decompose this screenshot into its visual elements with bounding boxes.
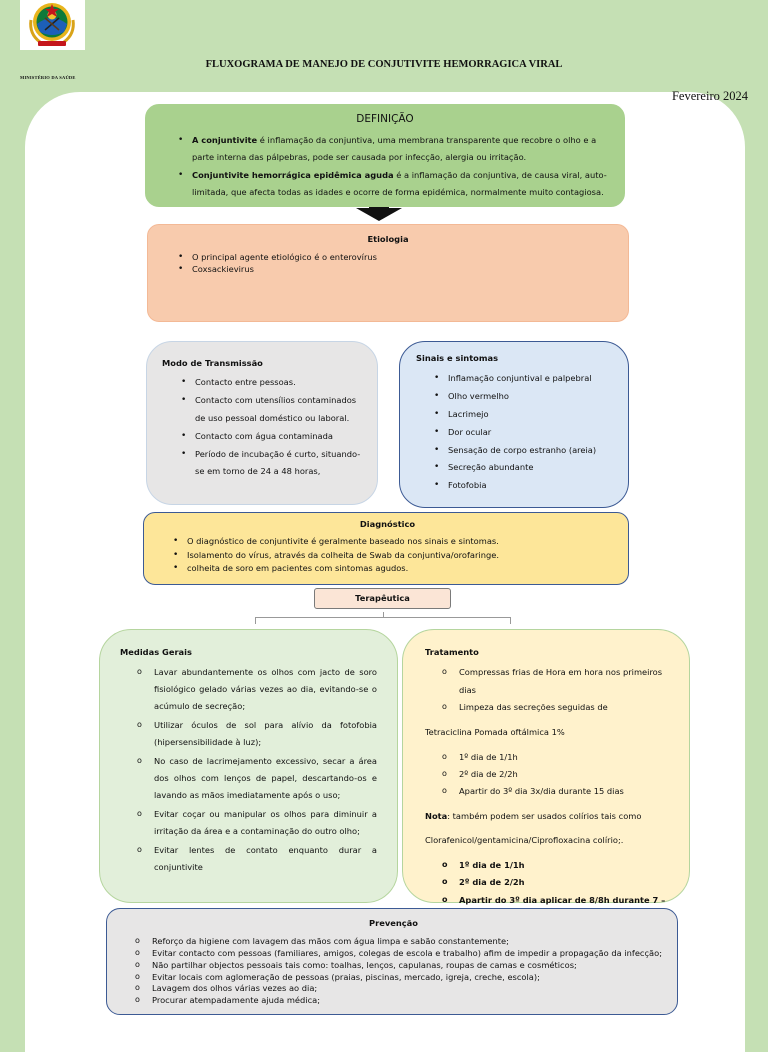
diagnosis-title: Diagnóstico xyxy=(359,519,416,529)
definition-text: é a inflamação da conjuntiva, de causa v… xyxy=(192,169,607,197)
list-item: Limpeza das secreções seguidas de xyxy=(442,698,679,716)
etiology-list: O principal agente etiológico é o entero… xyxy=(178,251,612,275)
list-item: Reforço da higiene com lavagem das mãos … xyxy=(135,935,665,948)
list-item: Dor ocular xyxy=(434,424,618,442)
list-item: Período de incubação é curto, situando-s… xyxy=(181,446,363,482)
list-item: Lacrimejo xyxy=(434,406,618,424)
list-item: Lavar abundantemente os olhos com jacto … xyxy=(137,663,377,715)
symptoms-box: Sinais e sintomas Inflamação conjuntival… xyxy=(399,341,629,508)
list-item: Fotofobia xyxy=(434,477,618,495)
definition-box: DEFINIÇÃO A conjuntivite é inflamação da… xyxy=(145,104,625,207)
definition-title: DEFINIÇÃO xyxy=(356,113,414,125)
treatment-drug: Tetraciclina Pomada oftálmica 1% xyxy=(425,726,565,737)
definition-term: Conjuntivite hemorrágica epidêmica aguda xyxy=(192,169,394,180)
general-measures-title: Medidas Gerais xyxy=(120,647,192,657)
list-item: 2º dia de 2/2h xyxy=(442,873,679,891)
list-item: Coxsackievirus xyxy=(178,263,612,275)
transmission-list: Contacto entre pessoas. Contacto com ute… xyxy=(181,374,363,482)
prevention-box: Prevenção Reforço da higiene com lavagem… xyxy=(106,908,678,1015)
prevention-list: Reforço da higiene com lavagem das mãos … xyxy=(135,935,665,1007)
list-item: Conjuntivite hemorrágica epidêmica aguda… xyxy=(178,167,612,201)
list-item: A conjuntivite é inflamação da conjuntiv… xyxy=(178,132,612,166)
down-arrow-icon xyxy=(356,208,402,221)
general-measures-list: Lavar abundantemente os olhos com jacto … xyxy=(137,663,377,876)
treatment-title: Tratamento xyxy=(425,647,479,657)
note-text: : também podem ser usados colírios tais … xyxy=(447,810,642,821)
list-item: 1º dia de 1/1h xyxy=(442,856,679,874)
list-item: No caso de lacrimejamento excessivo, sec… xyxy=(137,752,377,804)
general-measures-box: Medidas Gerais Lavar abundantemente os o… xyxy=(99,629,398,903)
connector-line xyxy=(383,612,384,618)
list-item: Isolamento do vírus, através da colheita… xyxy=(173,549,614,563)
prevention-title: Prevenção xyxy=(369,918,418,928)
list-item: 2º dia de 2/2h xyxy=(442,765,679,783)
symptoms-title: Sinais e sintomas xyxy=(416,353,499,363)
definition-list: A conjuntivite é inflamação da conjuntiv… xyxy=(178,132,612,201)
diagnosis-box: Diagnóstico O diagnóstico de conjuntivit… xyxy=(143,512,629,585)
list-item: Lavagem dos olhos várias vezes ao dia; xyxy=(135,982,665,995)
diagnosis-list: O diagnóstico de conjuntivite é geralmen… xyxy=(173,535,614,576)
list-item: Contacto com água contaminada xyxy=(181,428,363,446)
note-drugs: Clorafenicol/gentamicina/Ciprofloxacina … xyxy=(425,834,624,845)
dosage-list: 1º dia de 1/1h 2º dia de 2/2h Apartir do… xyxy=(425,748,679,801)
list-item: Evitar coçar ou manipular os olhos para … xyxy=(137,805,377,840)
treatment-list: Compressas frias de Hora em hora nos pri… xyxy=(425,663,679,716)
therapy-label: Terapêutica xyxy=(314,588,451,609)
list-item: Evitar locais com aglomeração de pessoas… xyxy=(135,971,665,984)
document-date: Fevereiro 2024 xyxy=(671,89,748,103)
list-item: Secreção abundante xyxy=(434,459,618,477)
etiology-title: Etiologia xyxy=(367,234,409,244)
list-item: colheita de soro em pacientes com sintom… xyxy=(173,562,614,576)
ministry-label: MINISTÉRIO DA SAÚDE xyxy=(20,75,76,80)
list-item: Não partilhar objectos pessoais tais com… xyxy=(135,959,665,972)
transmission-box: Modo de Transmissão Contacto entre pesso… xyxy=(146,341,378,505)
list-item: 1º dia de 1/1h xyxy=(442,748,679,766)
transmission-title: Modo de Transmissão xyxy=(162,358,263,368)
list-item: Contacto com utensílios contaminados de … xyxy=(181,392,363,428)
note-label: Nota xyxy=(425,810,448,821)
list-item: O principal agente etiológico é o entero… xyxy=(178,251,612,263)
national-emblem-icon xyxy=(20,0,85,50)
list-item: Apartir do 3º dia 3x/dia durante 15 dias xyxy=(442,782,679,800)
treatment-box: Tratamento Compressas frias de Hora em h… xyxy=(402,629,690,922)
list-item: Evitar contacto com pessoas (familiares,… xyxy=(135,947,665,960)
list-item: Compressas frias de Hora em hora nos pri… xyxy=(442,663,679,699)
list-item: Procurar atempadamente ajuda médica; xyxy=(135,994,665,1007)
document-title: FLUXOGRAMA DE MANEJO DE CONJUTIVITE HEMO… xyxy=(205,59,563,70)
list-item: Inflamação conjuntival e palpebral xyxy=(434,370,618,388)
treatment-note: Nota: também podem ser usados colírios t… xyxy=(425,809,679,823)
list-item: Sensação de corpo estranho (areia) xyxy=(434,442,618,460)
list-item: Evitar lentes de contato enquanto durar … xyxy=(137,841,377,876)
definition-text: é inflamação da conjuntiva, uma membrana… xyxy=(192,134,597,162)
etiology-box: Etiologia O principal agente etiológico … xyxy=(147,224,629,322)
list-item: Contacto entre pessoas. xyxy=(181,374,363,392)
list-item: O diagnóstico de conjuntivite é geralmen… xyxy=(173,535,614,549)
list-item: Olho vermelho xyxy=(434,388,618,406)
list-item: Utilizar óculos de sol para alívio da fo… xyxy=(137,716,377,751)
branch-connector xyxy=(255,617,511,624)
definition-term: A conjuntivite xyxy=(192,134,258,145)
symptoms-list: Inflamação conjuntival e palpebral Olho … xyxy=(434,370,618,495)
